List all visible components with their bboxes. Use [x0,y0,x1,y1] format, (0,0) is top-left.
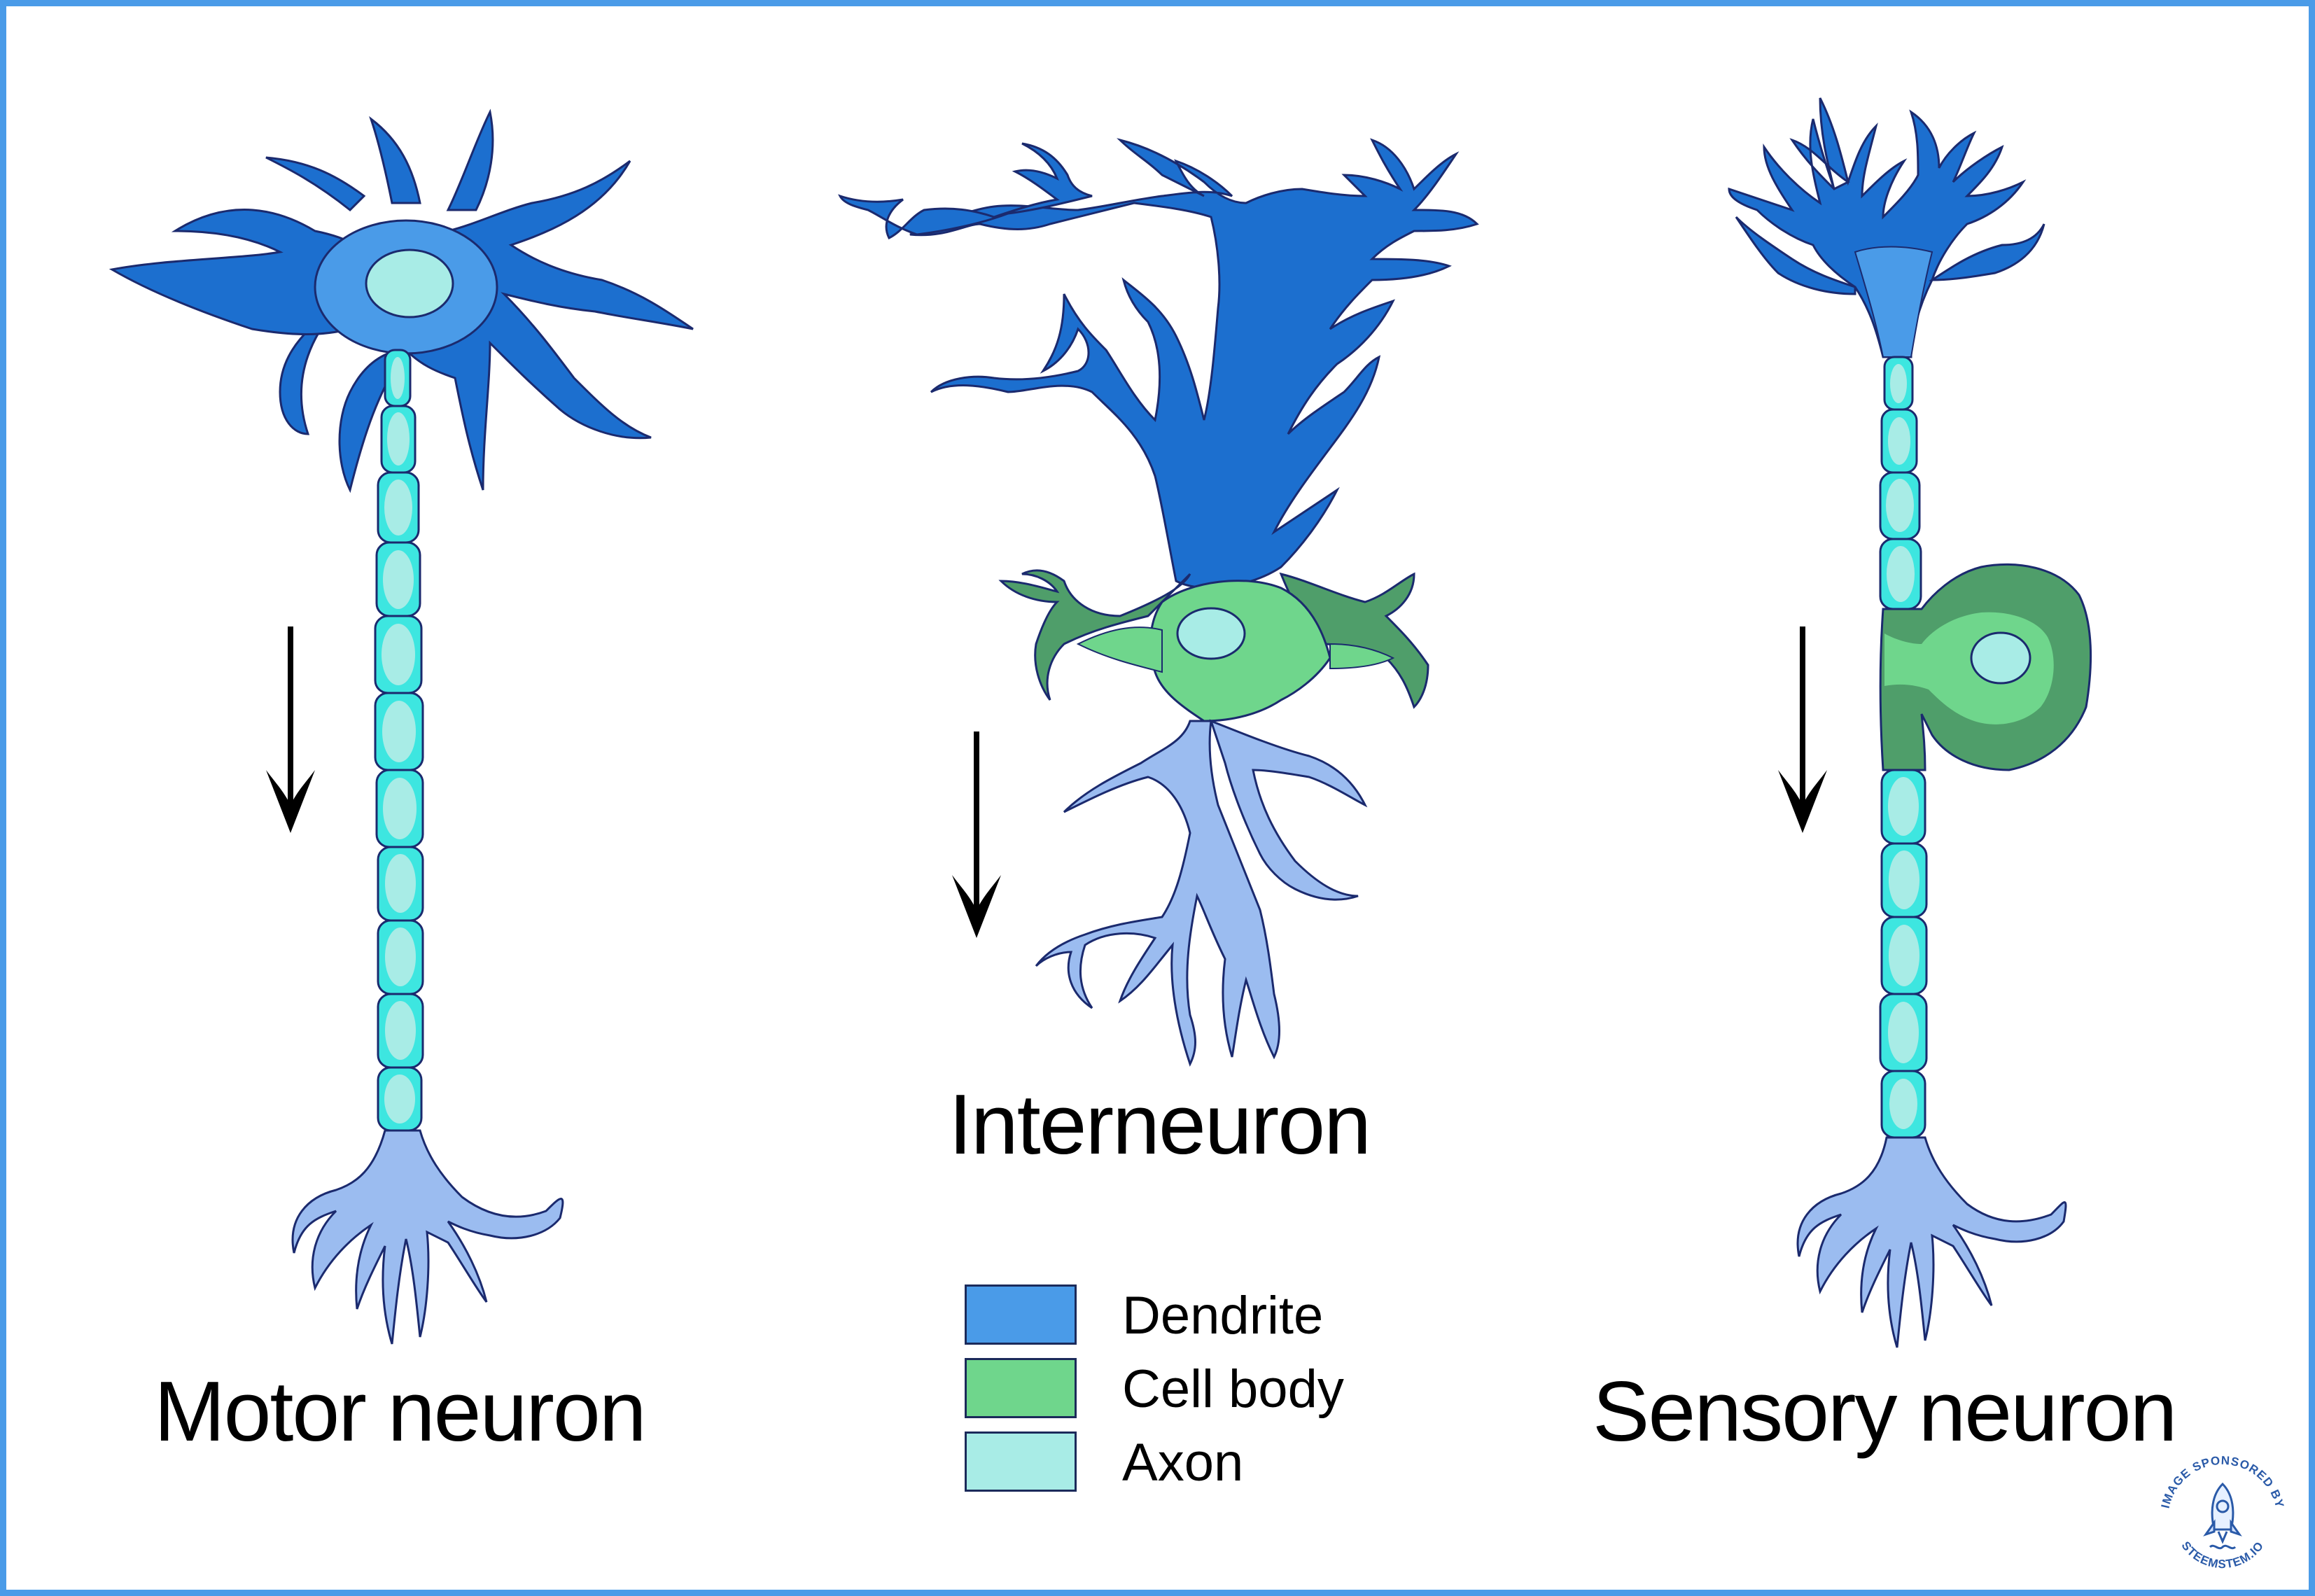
interneuron-title: Interneuron [949,1077,1371,1172]
motor-axon-terminal [291,1129,564,1345]
interneuron [838,138,1479,1067]
motor-axon [374,349,424,1132]
sensory-axon-lower [1879,769,1928,1139]
motor-neuron [109,108,694,1345]
interneuron-upper-dendrites [838,142,1093,240]
sensory-dendrites [1728,97,2045,358]
interneuron-dendrites [909,138,1479,589]
rocket-icon [2203,1482,2242,1550]
sensory-neuron [1728,97,2092,1348]
sensory-nucleus [1970,631,2031,685]
legend-label-cell-body: Cell body [1122,1359,1344,1419]
legend-label-dendrite: Dendrite [1122,1286,1324,1345]
interneuron-nucleus [1176,607,1246,660]
sensory-neuron-title: Sensory neuron [1593,1364,2177,1459]
motor-nucleus [365,248,454,318]
legend-swatch-cell-body [965,1358,1077,1418]
sensory-dendrite-base [1854,246,1933,358]
interneuron-axon-terminal [1035,719,1368,1067]
sensory-axon-terminal [1796,1136,2067,1348]
interneuron-body-side [1076,626,1395,673]
motor-arrow-head [266,770,315,833]
legend-swatch-axon [965,1432,1077,1492]
motor-dendrites [279,160,694,493]
sensory-axon-upper [1879,356,1922,610]
sensory-arrow-head [1778,770,1827,833]
motor-upper-dendrites [109,108,494,335]
sensory-dendrite-left [1735,216,1856,295]
legend-swatch-dendrite [965,1284,1077,1345]
interneuron-arrow-head [952,875,1001,938]
motor-neuron-title: Motor neuron [154,1364,647,1459]
sponsor-badge: IMAGE SPONSORED BY STEEMSTEM.IO [2158,1454,2287,1583]
legend-label-axon: Axon [1122,1433,1244,1492]
